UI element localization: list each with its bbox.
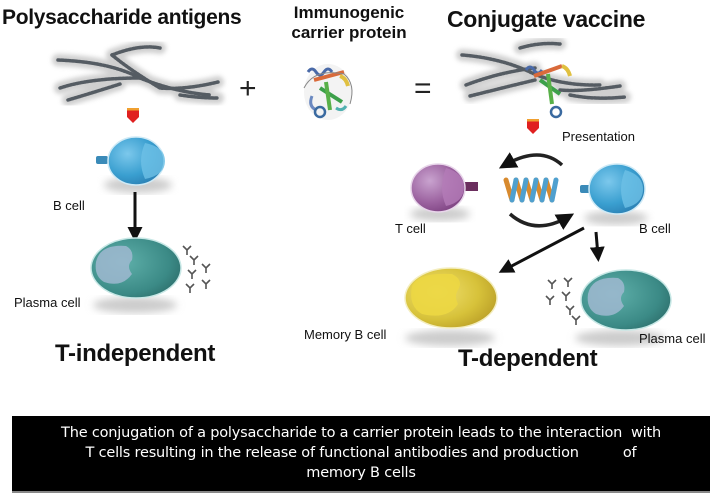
b-cell-right-label: B cell	[639, 221, 671, 236]
t-dependent-heading: T-dependent	[458, 345, 598, 372]
arrow-b-to-memory	[498, 226, 585, 273]
carrier-title-line1: Immunogenic	[293, 3, 405, 22]
b-cell-left-icon	[96, 136, 172, 193]
t-cell-icon	[410, 163, 478, 221]
memory-b-cell-icon	[404, 267, 498, 346]
antigen-marker-icon-right	[527, 119, 539, 134]
plasma-cell-right-icon	[575, 269, 672, 346]
caption-line-3: memory B cells	[306, 465, 416, 481]
carrier-protein-title: Immunogenic carrier protein	[283, 3, 415, 43]
polysaccharide-chains-icon	[52, 40, 224, 106]
t-independent-heading: T-independent	[55, 340, 216, 367]
plasma-cell-right-label: Plasma cell	[639, 331, 706, 346]
arrow-b-to-plasma-right	[589, 231, 605, 262]
antibodies-right-icon	[545, 277, 581, 325]
equals-sign: =	[414, 72, 432, 105]
antibodies-left-icon	[182, 245, 211, 293]
conjugate-vaccine-title: Conjugate vaccine	[447, 6, 646, 32]
carrier-title-line2: carrier protein	[291, 23, 407, 42]
b-cell-right-icon	[580, 163, 648, 225]
plus-sign: +	[239, 72, 257, 105]
caption-box: The conjugation of a polysaccharide to a…	[12, 416, 710, 493]
conjugate-vaccine-icon	[456, 37, 631, 119]
polysaccharide-antigens-title: Polysaccharide antigens	[2, 6, 242, 29]
plasma-cell-left-icon	[90, 237, 182, 313]
b-cell-left-label: B cell	[53, 198, 85, 213]
arrow-t-cell-to-b-cell	[508, 212, 575, 230]
antigen-marker-icon-left	[127, 108, 139, 123]
t-cell-label: T cell	[395, 221, 426, 236]
carrier-protein-icon	[303, 64, 353, 120]
plasma-cell-left-label: Plasma cell	[14, 295, 81, 310]
presentation-label: Presentation	[562, 129, 635, 144]
memory-b-cell-label: Memory B cell	[304, 327, 387, 342]
caption-line-2: T cells resulting in the release of func…	[85, 445, 637, 461]
receptor-coil-icon	[503, 177, 559, 203]
arrow-presentation-to-t-cell	[498, 152, 564, 169]
caption-line-1: The conjugation of a polysaccharide to a…	[61, 425, 661, 441]
